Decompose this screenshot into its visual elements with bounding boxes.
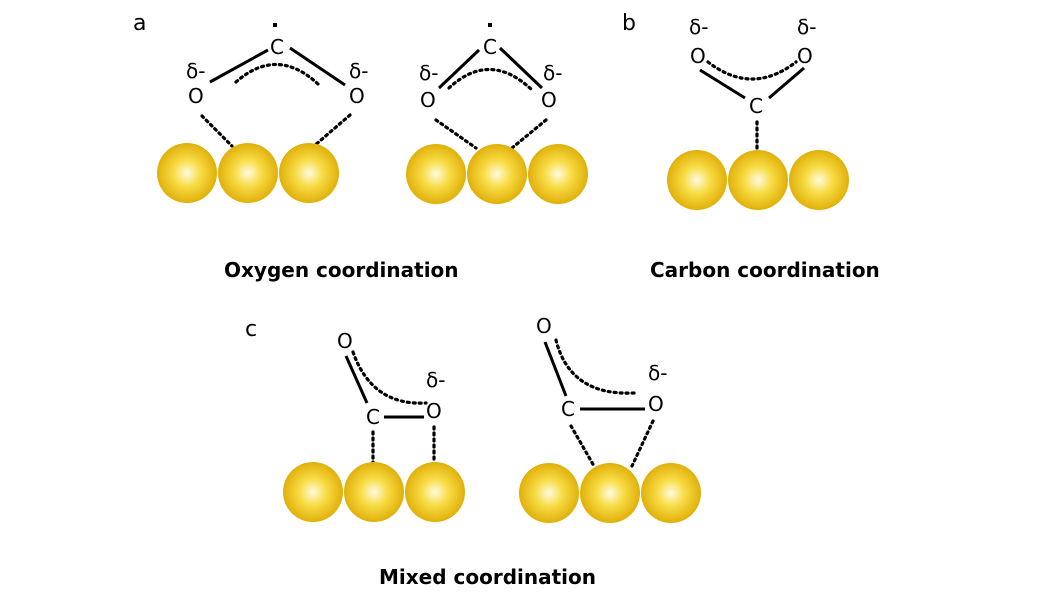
oxygen-atom-label: O [541,88,557,112]
oxygen-atom-label: O [648,392,664,416]
delocalized-bond [706,60,798,81]
delocalized-bond [234,62,320,86]
surface-bond [510,118,548,150]
panel-a-caption: Oxygen coordination [224,258,459,282]
co-bond [209,48,269,84]
co-bond [289,46,346,87]
charge-label: δ- [689,15,708,39]
charge-label: δ- [426,368,445,392]
metal-atom [728,150,788,210]
co-bond [543,341,568,397]
metal-atom [467,144,527,204]
charge-label: δ- [419,61,438,85]
metal-atom [405,462,465,522]
charge-label: δ- [349,59,368,83]
charge-label: δ- [186,59,205,83]
carbon-atom-label: C [270,35,284,59]
delocalized-bond [447,67,534,92]
surface-bond [312,113,352,148]
panel-a: a C δ- δ- O O C δ- δ- O O [133,11,588,282]
carbon-atom-label: C [483,35,497,59]
oxygen-atom-label: O [349,84,365,108]
metal-atom [344,462,404,522]
panel-a-label: a [133,11,146,36]
oxygen-atom-label: O [797,44,813,68]
metal-atom [641,463,701,523]
carbon-atom-label: C [749,94,763,118]
co-bond [498,46,544,90]
oxygen-atom-label: O [420,88,436,112]
structure-c2: O δ- C O [519,314,701,523]
metal-atom [283,462,343,522]
metal-atom [789,150,849,210]
surface-bond [200,114,234,148]
panel-c: c O δ- C O O δ- C O [245,314,701,589]
radical-dot [488,23,492,27]
metal-atom [580,463,640,523]
metal-atom [667,150,727,210]
metal-atom [279,143,339,203]
co-bond [437,48,481,90]
metal-atom [406,144,466,204]
panel-b-label: b [622,11,636,36]
surface-bond [569,424,596,468]
panel-b: b δ- δ- O O C Carbon coordination [622,11,880,282]
oxygen-atom-label: O [690,44,706,68]
structure-b: δ- δ- O O C [667,15,849,210]
oxygen-atom-label: O [337,329,353,353]
co-bond [344,355,369,404]
oxygen-atom-label: O [188,84,204,108]
charge-label: δ- [797,15,816,39]
delocalized-bond [351,350,428,405]
charge-label: δ- [543,61,562,85]
panel-c-label: c [245,317,257,342]
carbon-atom-label: C [561,397,575,421]
surface-bond [630,419,655,468]
metal-atom [528,144,588,204]
radical-dot [273,23,277,27]
structure-c1: O δ- C O [283,329,465,522]
delocalized-bond [554,338,636,395]
oxygen-atom-label: O [426,399,442,423]
co-bond [768,66,805,100]
panel-c-caption: Mixed coordination [379,565,596,589]
co-bond [699,68,746,100]
carbon-atom-label: C [366,405,380,429]
surface-bond [434,118,478,150]
oxygen-atom-label: O [536,314,552,338]
structure-a1: C δ- δ- O O [157,23,368,203]
structure-a2: C δ- δ- O O [406,23,588,204]
metal-atom [157,143,217,203]
charge-label: δ- [648,361,667,385]
panel-b-caption: Carbon coordination [650,258,880,282]
metal-atom [519,463,579,523]
metal-atom [218,143,278,203]
